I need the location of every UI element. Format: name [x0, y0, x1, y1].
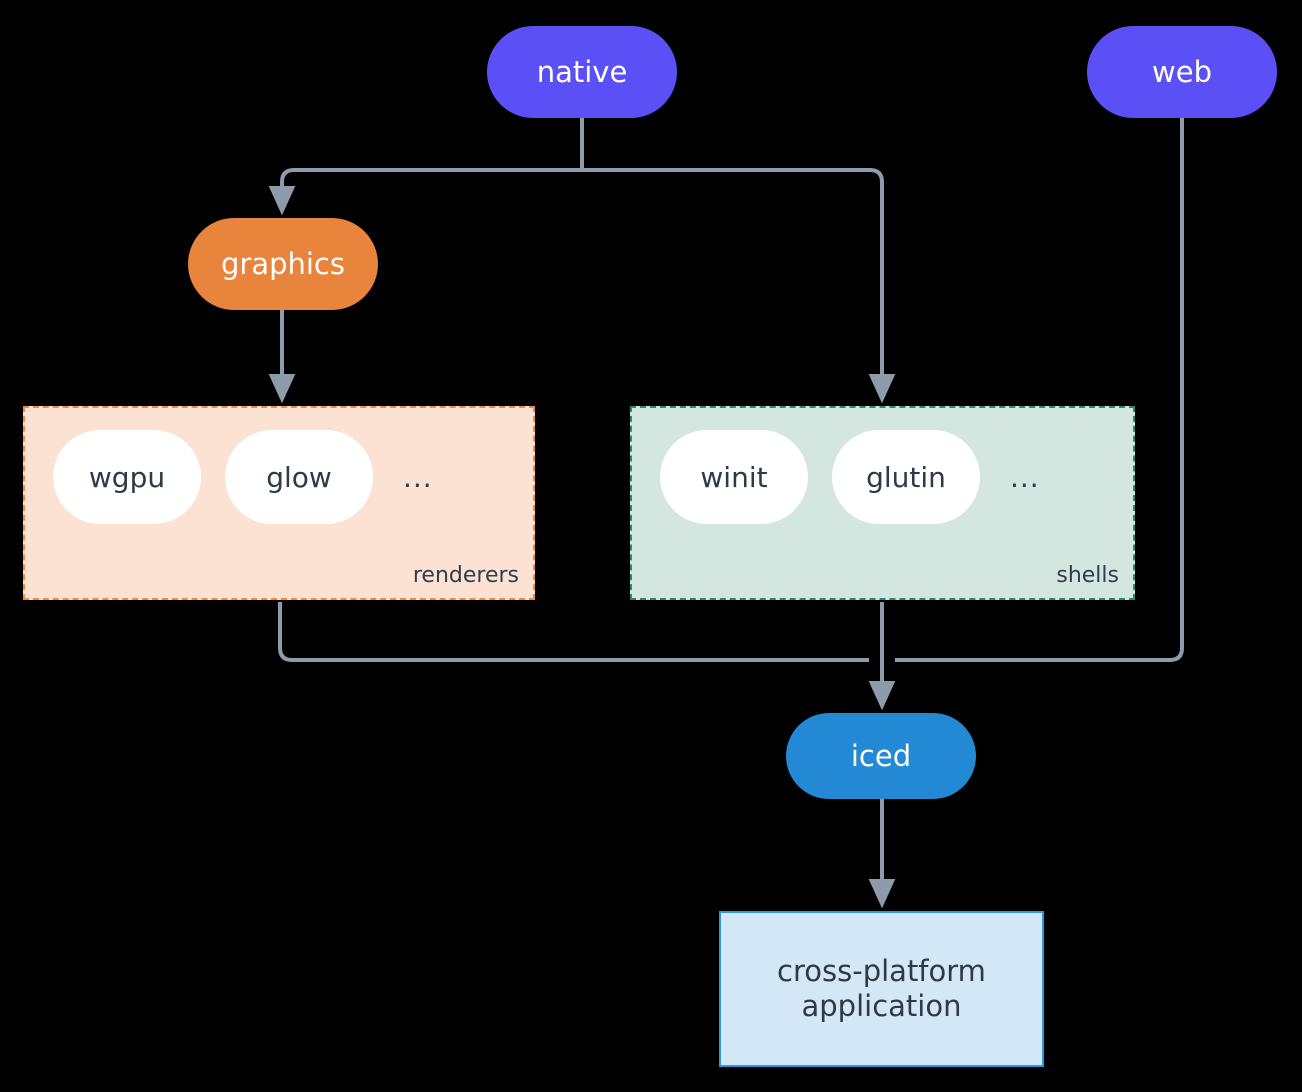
group-renderers: wgpu glow ... renderers: [23, 406, 535, 600]
chip-glow[interactable]: glow: [225, 430, 373, 524]
chip-wgpu[interactable]: wgpu: [53, 430, 201, 524]
chip-winit-label: winit: [700, 460, 768, 494]
node-web-label: web: [1152, 54, 1212, 89]
edge-renderers-to-iced: [278, 602, 869, 662]
edge-native-to-graphics: [268, 168, 582, 216]
chip-winit[interactable]: winit: [660, 430, 808, 524]
group-shells-title: shells: [1056, 563, 1119, 588]
node-native[interactable]: native: [487, 26, 677, 118]
group-renderers-items: wgpu glow ...: [53, 430, 433, 524]
group-renderers-title: renderers: [412, 563, 519, 588]
shells-more-ellipsis: ...: [1010, 460, 1040, 494]
chip-glow-label: glow: [266, 460, 332, 494]
node-graphics-label: graphics: [220, 246, 345, 281]
node-cross-platform-application[interactable]: cross-platform application: [719, 911, 1044, 1067]
node-web[interactable]: web: [1087, 26, 1277, 118]
node-iced[interactable]: iced: [786, 713, 976, 799]
node-application-label: cross-platform application: [777, 954, 986, 1023]
group-shells-items: winit glutin ...: [660, 430, 1040, 524]
node-iced-label: iced: [850, 738, 912, 773]
edge-native-to-shells: [582, 168, 896, 404]
group-shells: winit glutin ... shells: [630, 406, 1135, 600]
renderers-more-ellipsis: ...: [403, 460, 433, 494]
node-graphics[interactable]: graphics: [188, 218, 378, 310]
chip-glutin-label: glutin: [866, 460, 946, 494]
chip-wgpu-label: wgpu: [88, 460, 166, 494]
node-native-label: native: [536, 54, 628, 89]
chip-glutin[interactable]: glutin: [832, 430, 980, 524]
